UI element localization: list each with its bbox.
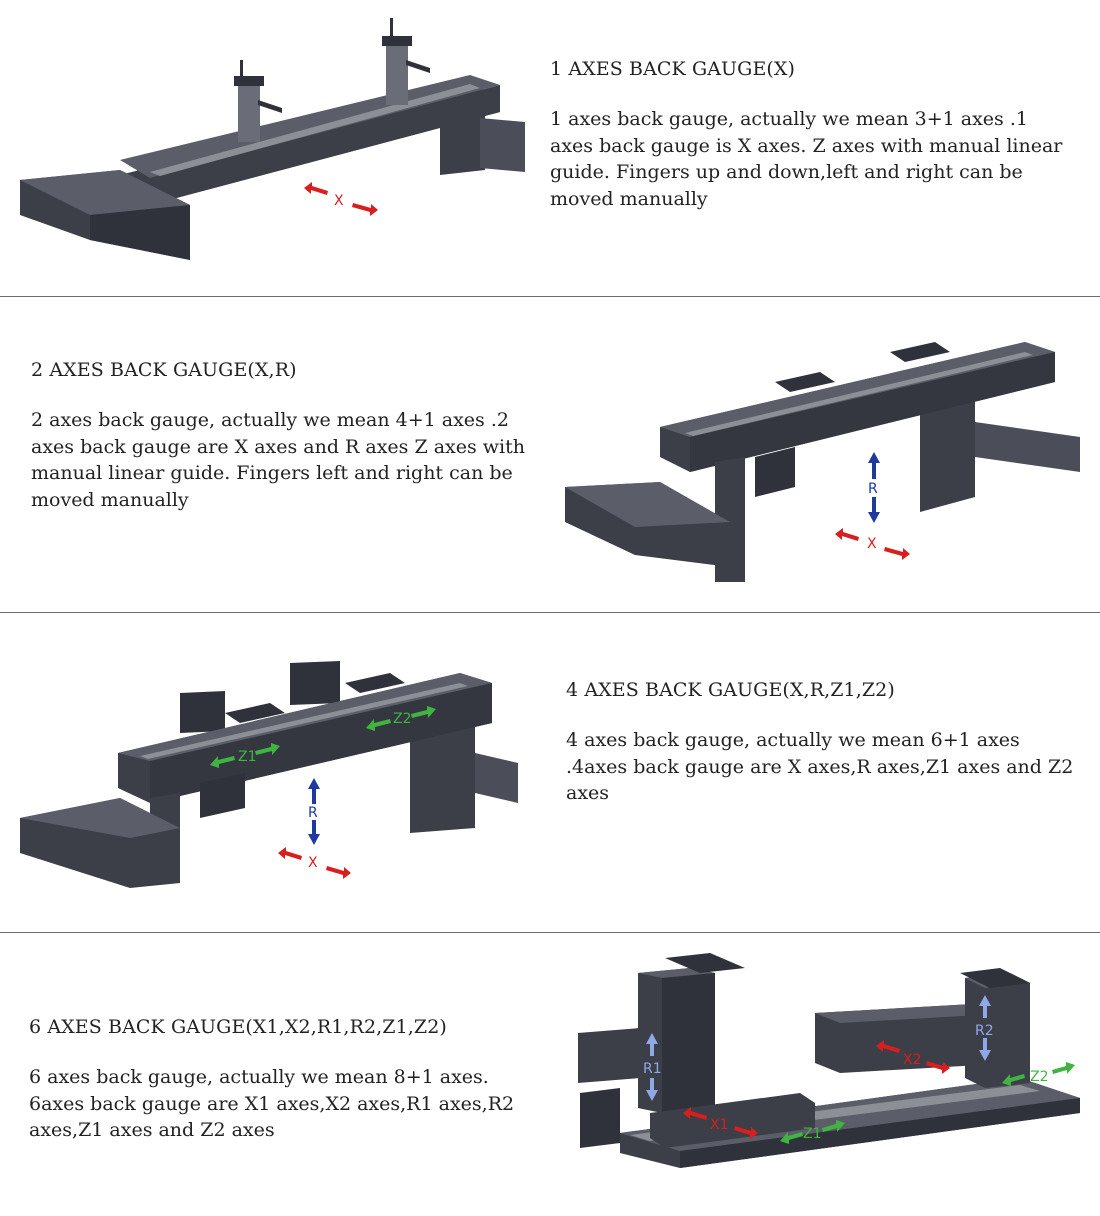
r1-axis-label: R1 (643, 1061, 662, 1077)
x2-axis-arrow: X2 (876, 1040, 950, 1074)
z2-axis-arrow: Z2 (366, 706, 436, 731)
x-axis-label: X (334, 193, 344, 209)
back-gauge-6-axes-illustration: R1 R2 X2 X1 Z1 Z2 (578, 953, 1080, 1168)
divider-3 (0, 932, 1100, 933)
z1-axis-label: Z1 (803, 1126, 822, 1142)
r-axis-arrow: R (868, 452, 880, 523)
section-1-title: 1 AXES BACK GAUGE(X) (550, 58, 796, 80)
z2-axis-label: Z2 (393, 711, 412, 727)
z2-axis-label: Z2 (1030, 1069, 1049, 1085)
x2-axis-label: X2 (903, 1052, 922, 1068)
section-6-axes: 6 AXES BACK GAUGE(X1,X2,R1,R2,Z1,Z2) 6 a… (0, 933, 1100, 1216)
x-axis-arrow: X (835, 528, 910, 560)
r-axis-label: R (868, 481, 878, 497)
section-3-title: 4 AXES BACK GAUGE(X,R,Z1,Z2) (566, 679, 895, 701)
section-3-text: 4 AXES BACK GAUGE(X,R,Z1,Z2) 4 axes back… (566, 679, 1076, 807)
back-gauge-2-axes-illustration: R X (565, 342, 1080, 582)
z1-axis-arrow: Z1 (780, 1120, 845, 1144)
z2-axis-arrow: Z2 (1002, 1062, 1075, 1086)
x1-axis-arrow: X1 (683, 1107, 758, 1139)
z1-axis-label: Z1 (238, 749, 257, 765)
x-axis-arrow: X (304, 182, 378, 216)
r2-axis-arrow: R2 (975, 995, 994, 1061)
section-2-description: 2 axes back gauge, actually we mean 4+1 … (31, 409, 525, 511)
back-gauge-4-axes-illustration: Z2 Z1 R X (20, 661, 518, 888)
z1-axis-arrow: Z1 (210, 743, 280, 768)
section-4-text: 6 AXES BACK GAUGE(X1,X2,R1,R2,Z1,Z2) 6 a… (29, 1016, 539, 1144)
x-axis-arrow: X (278, 847, 351, 879)
r-axis-label: R (308, 805, 318, 821)
divider-1 (0, 296, 1100, 297)
r1-axis-arrow: R1 (643, 1033, 662, 1101)
x1-axis-label: X1 (710, 1117, 729, 1133)
section-4-axes: Z2 Z1 R X 4 AXES BACK GAUGE(X,R,Z1,Z2) 4… (0, 613, 1100, 932)
section-1-text: 1 AXES BACK GAUGE(X) 1 axes back gauge, … (550, 58, 1070, 212)
section-2-title: 2 AXES BACK GAUGE(X,R) (31, 359, 297, 381)
section-3-description: 4 axes back gauge, actually we mean 6+1 … (566, 729, 1074, 804)
x-axis-label: X (867, 536, 877, 552)
section-2-text: 2 AXES BACK GAUGE(X,R) 2 axes back gauge… (31, 359, 541, 513)
section-1-description: 1 axes back gauge, actually we mean 3+1 … (550, 108, 1063, 210)
x-axis-label: X (308, 855, 318, 871)
section-4-description: 6 axes back gauge, actually we mean 8+1 … (29, 1066, 515, 1141)
r-axis-arrow: R (308, 778, 320, 845)
section-4-title: 6 AXES BACK GAUGE(X1,X2,R1,R2,Z1,Z2) (29, 1016, 447, 1038)
r2-axis-label: R2 (975, 1023, 994, 1039)
section-1-axes: X 1 AXES BACK GAUGE(X) 1 axes back gauge… (0, 0, 1100, 296)
section-2-axes: 2 AXES BACK GAUGE(X,R) 2 axes back gauge… (0, 297, 1100, 612)
divider-2 (0, 612, 1100, 613)
back-gauge-1-axis-illustration: X (20, 18, 525, 260)
